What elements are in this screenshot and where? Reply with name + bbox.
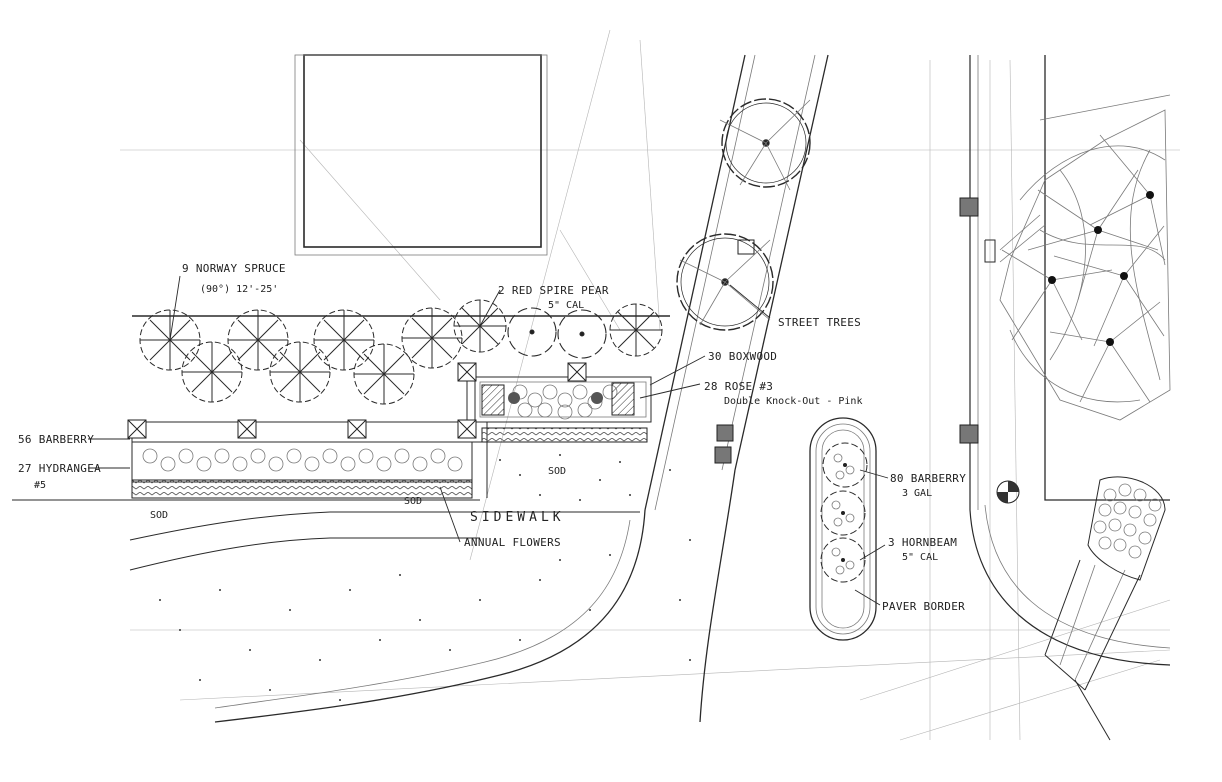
- tree-cluster-right: [999, 109, 1171, 421]
- label-sod-1: SOD: [150, 510, 168, 521]
- label-hornbeam: 3 HORNBEAM: [888, 536, 957, 549]
- right-street: [969, 55, 1171, 741]
- sidewalk: [12, 499, 640, 571]
- label-sidewalk: SIDEWALK: [470, 510, 565, 525]
- street-trees: [676, 98, 811, 331]
- label-red-spire-pear: 2 RED SPIRE PEAR: [498, 284, 609, 297]
- sod-stipple: [159, 454, 691, 701]
- red-spire-pear: [507, 307, 607, 359]
- label-boxwood: 30 BOXWOOD: [708, 350, 777, 363]
- building-footprint: [303, 54, 542, 248]
- construction-lines: [120, 29, 1180, 741]
- label-barberry-left: 56 BARBERRY: [18, 433, 94, 446]
- label-sod-2: SOD: [404, 496, 422, 507]
- right-building-edge: [1044, 55, 1170, 501]
- building-footprint-inner: [294, 54, 548, 256]
- label-rose-variety: Double Knock-Out - Pink: [724, 396, 862, 407]
- oval-planter: [809, 417, 877, 641]
- street: [214, 54, 829, 723]
- label-hydrangea-size: #5: [34, 480, 46, 491]
- paver-area-right: [1087, 476, 1166, 581]
- label-street-trees: STREET TREES: [778, 316, 861, 329]
- label-rose: 28 ROSE #3: [704, 380, 773, 393]
- label-hydrangea: 27 HYDRANGEA: [18, 462, 101, 475]
- utility-boxes: [714, 197, 1020, 504]
- label-annual-flowers: ANNUAL FLOWERS: [464, 536, 561, 549]
- label-hornbeam-size: 5" CAL: [902, 552, 938, 563]
- label-norway-spruce-size: (90°) 12'-25': [200, 284, 278, 295]
- rose-bed: [474, 376, 652, 423]
- label-barberry-right-size: 3 GAL: [902, 488, 932, 499]
- leader-lines: [88, 275, 889, 606]
- label-red-spire-pear-size: 5" CAL: [548, 300, 584, 311]
- label-paver-border: PAVER BORDER: [882, 600, 965, 613]
- hydrangea-bed: [127, 362, 648, 499]
- ramp: [984, 214, 1046, 263]
- label-sod-3: SOD: [548, 466, 566, 477]
- label-norway-spruce: 9 NORWAY SPRUCE: [182, 262, 286, 275]
- label-barberry-right: 80 BARBERRY: [890, 472, 966, 485]
